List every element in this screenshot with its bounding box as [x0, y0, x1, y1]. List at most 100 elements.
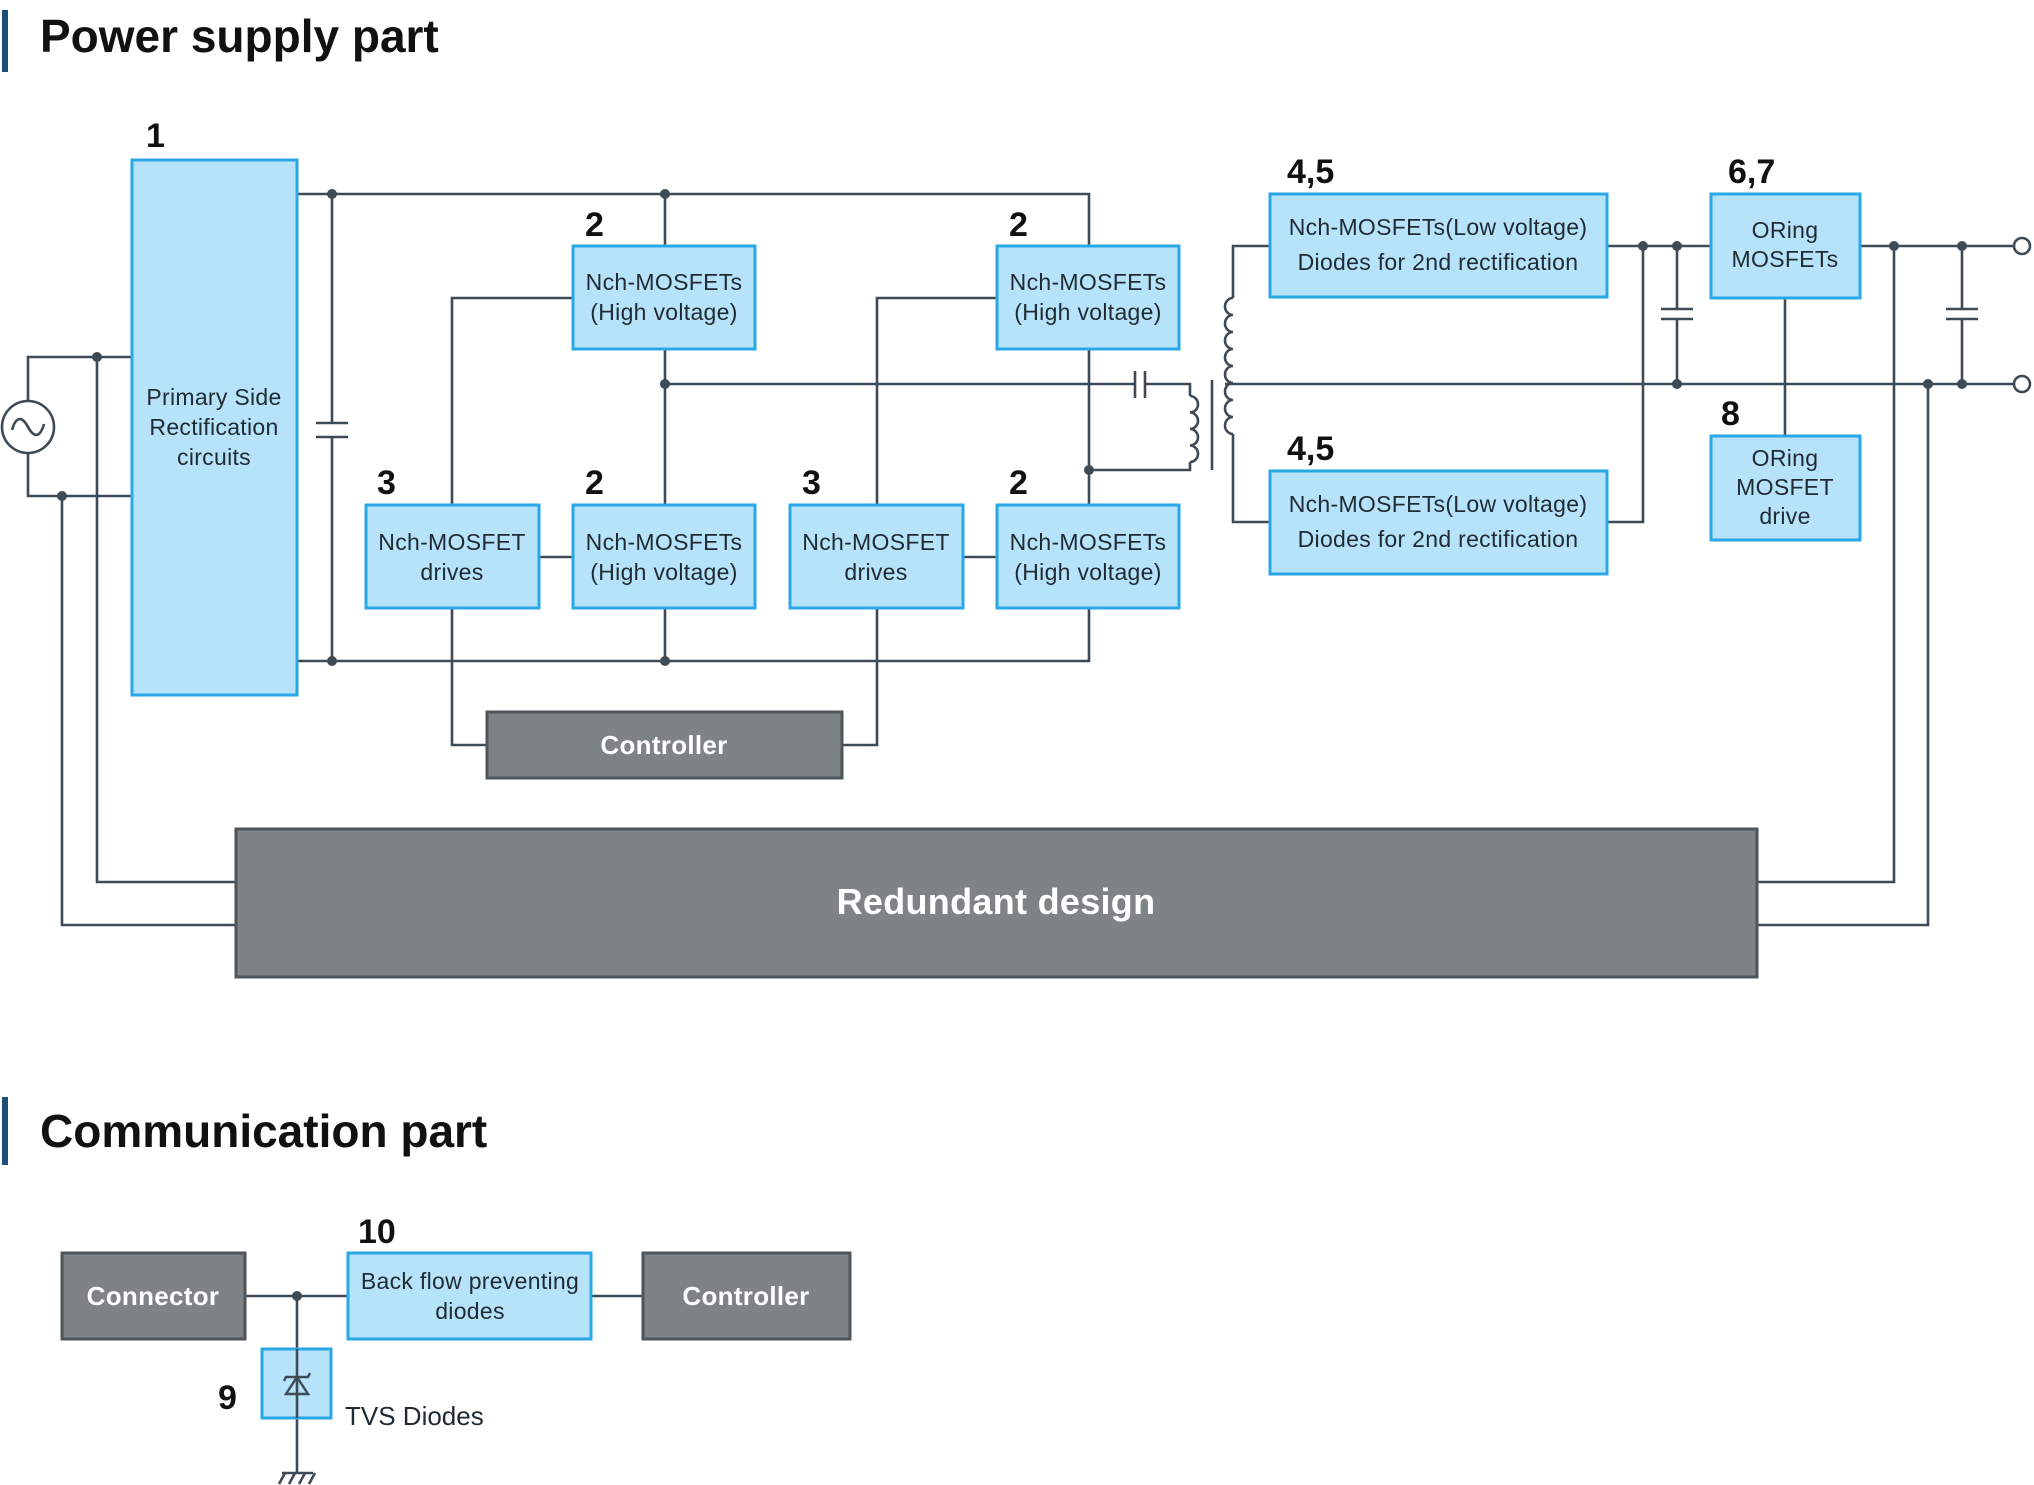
- output-terminal-positive: [2012, 236, 2032, 256]
- block-label-line: Primary Side: [146, 384, 281, 410]
- block-box: [1709, 192, 1862, 300]
- top-rail: [297, 192, 1091, 246]
- output-terminal-negative: [2012, 374, 2032, 394]
- drive-right-to-controller-wire: [842, 608, 879, 747]
- power-wires: [26, 192, 2020, 927]
- comm-controller-block: Controller: [641, 1251, 852, 1341]
- block-number: 9: [218, 1379, 237, 1417]
- drive-left-to-hv-top-wire: [450, 296, 573, 505]
- ground-hatch: [307, 1472, 317, 1485]
- junction-dot: [660, 189, 670, 199]
- bottom-rail: [297, 608, 1091, 663]
- block-label-line: Nch-MOSFETs: [586, 529, 743, 555]
- block-number: 2: [1009, 464, 1028, 502]
- oring-mosfet-block: 6,7 ORing MOSFETs: [1709, 153, 1862, 300]
- block-label-line: (High voltage): [1014, 299, 1161, 325]
- tvs-label: TVS Diodes: [345, 1401, 484, 1431]
- block-label-line: Nch-MOSFETs: [1010, 529, 1167, 555]
- block-label-line: (High voltage): [590, 299, 737, 325]
- block-label-line: Nch-MOSFETs: [1010, 269, 1167, 295]
- junction-dot: [1638, 241, 1648, 251]
- tvs-diode-icon: [283, 1374, 311, 1396]
- transformer-primary-coil: [1189, 394, 1200, 464]
- block-label-line: Back flow preventing: [361, 1268, 579, 1294]
- block-box: [571, 503, 757, 610]
- block-number: 8: [1721, 395, 1740, 433]
- power-section-accent-bar: [2, 10, 8, 72]
- connector-block: Connector: [60, 1251, 247, 1341]
- junction-dot: [1889, 241, 1899, 251]
- junction-dot: [1672, 241, 1682, 251]
- junction-dot: [1923, 379, 1933, 389]
- block-box: [1709, 434, 1862, 542]
- block-label-line: Nch-MOSFETs: [586, 269, 743, 295]
- block-label-line: Nch-MOSFET: [378, 529, 525, 555]
- primary-rectification-block: 1 Primary Side Rectification circuits: [130, 117, 299, 697]
- junction-dot: [327, 656, 337, 666]
- ac-source-icon: [0, 399, 56, 455]
- block-label-line: Nch-MOSFETs(Low voltage): [1289, 214, 1588, 240]
- block-box: [60, 1251, 247, 1341]
- junction-dot: [660, 656, 670, 666]
- junction-dot: [660, 379, 670, 389]
- redundant-design-block: Redundant design: [234, 827, 1759, 979]
- ground-hatch: [297, 1472, 307, 1485]
- block-label: Connector: [87, 1281, 220, 1311]
- block-label: Controller: [682, 1281, 809, 1311]
- block-label-line: ORing: [1752, 217, 1819, 243]
- block-label-line: drives: [420, 559, 483, 585]
- block-number: 4,5: [1287, 430, 1334, 468]
- out-to-redundant-wire-2: [1757, 384, 1930, 927]
- ac-to-redundant-wire-1: [95, 357, 236, 884]
- tvs-diode-block: 9 TVS Diodes: [218, 1347, 484, 1431]
- junction-dots: [57, 189, 1967, 666]
- ground-hatch: [287, 1472, 297, 1485]
- block-label-line: circuits: [177, 444, 251, 470]
- ac-top-wire: [26, 355, 132, 400]
- junction-dot: [1957, 241, 1967, 251]
- block-number: 2: [1009, 206, 1028, 244]
- block-box: [788, 503, 965, 610]
- junction-dot: [1672, 379, 1682, 389]
- junction-dot: [1084, 465, 1094, 475]
- block-box: [571, 244, 757, 351]
- block-label-line: ORing: [1752, 445, 1819, 471]
- block-box: [995, 244, 1181, 351]
- block-number: 2: [585, 464, 604, 502]
- hv-mosfet-top-right-block: 2 Nch-MOSFETs (High voltage): [995, 206, 1181, 351]
- block-box: [346, 1251, 593, 1341]
- block-box: [995, 503, 1181, 610]
- block-box: [1268, 192, 1609, 299]
- block-number: 3: [802, 464, 821, 502]
- block-label: Redundant design: [837, 881, 1156, 922]
- junction-dot: [92, 352, 102, 362]
- block-label: Controller: [600, 730, 727, 760]
- out-to-redundant-wire-1: [1757, 246, 1896, 884]
- secondary-top-wire: [1231, 244, 1270, 298]
- comm-section-title: Communication part: [40, 1105, 487, 1157]
- block-label-line: MOSFET: [1736, 474, 1834, 500]
- junction-dot: [1957, 379, 1967, 389]
- mosfet-drive-left-block: 3 Nch-MOSFET drives: [364, 464, 541, 610]
- hv-mosfet-top-left-block: 2 Nch-MOSFETs (High voltage): [571, 206, 757, 351]
- ac-bottom-wire: [26, 453, 132, 498]
- block-number: 3: [377, 464, 396, 502]
- block-number: 1: [146, 117, 165, 155]
- block-label-line: MOSFETs: [1732, 246, 1839, 272]
- block-label-line: (High voltage): [1014, 559, 1161, 585]
- block-number: 4,5: [1287, 153, 1334, 191]
- lv-mosfet-bottom-block: 4,5 Nch-MOSFETs(Low voltage) Diodes for …: [1268, 430, 1609, 576]
- block-label-line: Nch-MOSFETs(Low voltage): [1289, 491, 1588, 517]
- transformer-secondary-coil: [1223, 296, 1234, 436]
- drive-left-to-controller-wire: [450, 608, 487, 747]
- block-label-line: drive: [1759, 503, 1810, 529]
- junction-dot: [327, 189, 337, 199]
- comm-section-accent-bar: [2, 1097, 8, 1165]
- junction-dot: [292, 1291, 302, 1301]
- block-label-line: (High voltage): [590, 559, 737, 585]
- hv-mosfet-bottom-left-block: 2 Nch-MOSFETs (High voltage): [571, 464, 757, 610]
- ground-hatch: [277, 1472, 287, 1485]
- block-box: [364, 503, 541, 610]
- cap-to-primary-wire: [1145, 382, 1192, 396]
